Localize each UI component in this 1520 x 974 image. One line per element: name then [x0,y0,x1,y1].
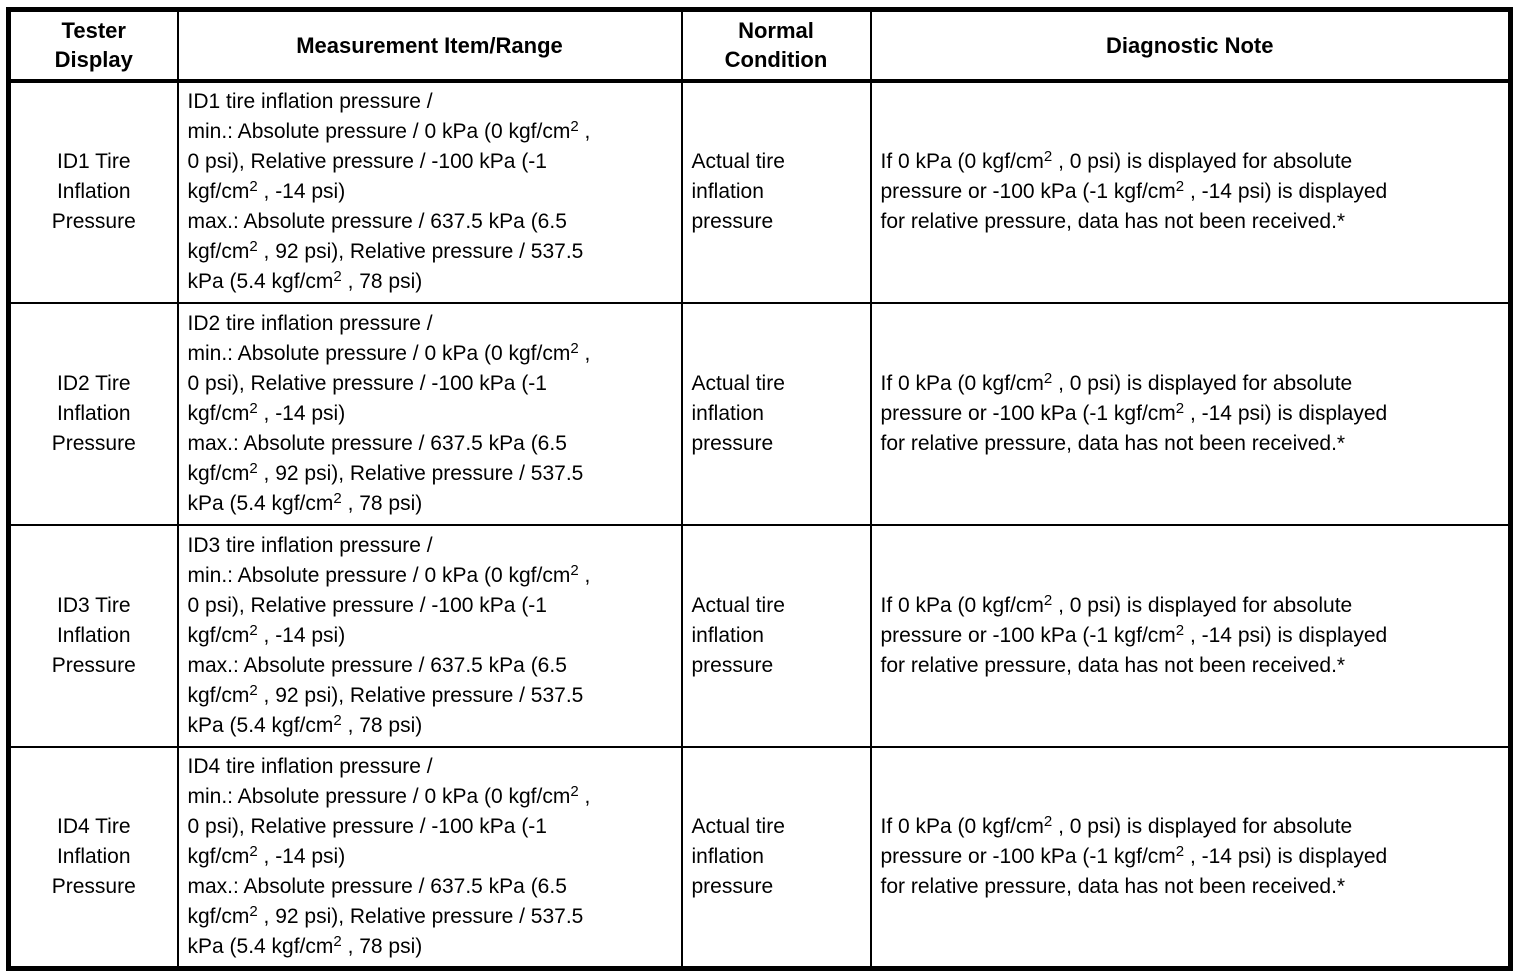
diagnostic-note-cell: If 0 kPa (0 kgf/cm2 , 0 psi) is displaye… [869,301,1512,526]
diagnostic-note-cell: If 0 kPa (0 kgf/cm2 , 0 psi) is displaye… [869,745,1512,970]
header-measurement-item-range: Measurement Item/Range [176,8,683,83]
header-diagnostic-note: Diagnostic Note [869,8,1512,83]
measurement-item-range-cell: ID3 tire inflation pressure /min.: Absol… [176,523,683,748]
diagnostic-note-cell: If 0 kPa (0 kgf/cm2 , 0 psi) is displaye… [869,523,1512,748]
diagnostic-note-cell: If 0 kPa (0 kgf/cm2 , 0 psi) is displaye… [869,79,1512,304]
measurement-item-range-cell: ID1 tire inflation pressure /min.: Absol… [176,79,683,304]
measurement-item-range-cell: ID4 tire inflation pressure /min.: Absol… [176,745,683,970]
measurement-item-range-cell: ID2 tire inflation pressure /min.: Absol… [176,301,683,526]
